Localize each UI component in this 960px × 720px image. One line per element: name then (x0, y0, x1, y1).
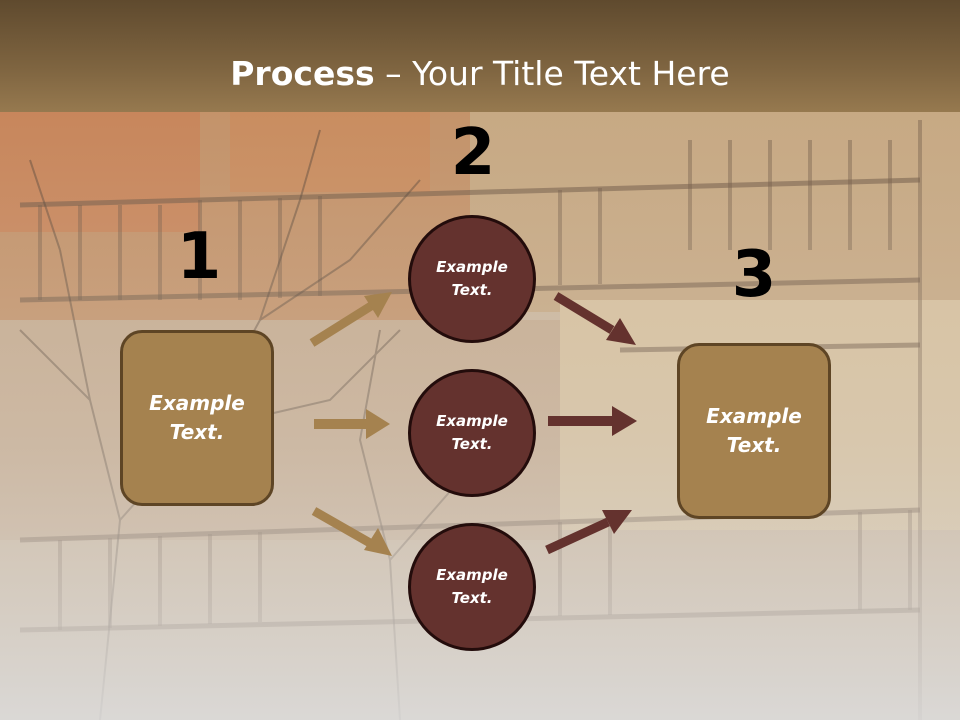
circle-middle-line1: Example (436, 412, 508, 430)
step-number-3: 3 (731, 238, 777, 312)
step3-box: Example Text. (677, 343, 831, 519)
circle-middle: Example Text. (408, 369, 536, 497)
step1-box-line2: Text. (169, 420, 225, 444)
title-bar: Process – Your Title Text Here (0, 0, 960, 112)
arrow-to-middle-circle (314, 409, 390, 439)
step3-box-line1: Example (706, 404, 802, 428)
arrow-from-bottom-circle (545, 510, 632, 555)
circle-top-line2: Text. (451, 281, 493, 299)
arrow-to-bottom-circle (311, 507, 392, 556)
step3-box-line2: Text. (726, 433, 782, 457)
arrow-from-middle-circle (548, 406, 637, 436)
circle-bottom-line1: Example (436, 566, 508, 584)
circle-middle-line2: Text. (451, 435, 493, 453)
step1-box: Example Text. (120, 330, 274, 506)
step-number-1: 1 (176, 220, 222, 294)
title-bold: Process (230, 54, 375, 93)
circle-bottom: Example Text. (408, 523, 536, 651)
slide-title: Process – Your Title Text Here (0, 52, 960, 96)
circle-top: Example Text. (408, 215, 536, 343)
title-rest: – Your Title Text Here (374, 54, 730, 93)
arrow-from-top-circle (553, 292, 636, 345)
circle-top-line1: Example (436, 258, 508, 276)
step1-box-line1: Example (149, 391, 245, 415)
step-number-2: 2 (450, 116, 496, 190)
circle-bottom-line2: Text. (451, 589, 493, 607)
arrow-to-top-circle (309, 292, 392, 347)
